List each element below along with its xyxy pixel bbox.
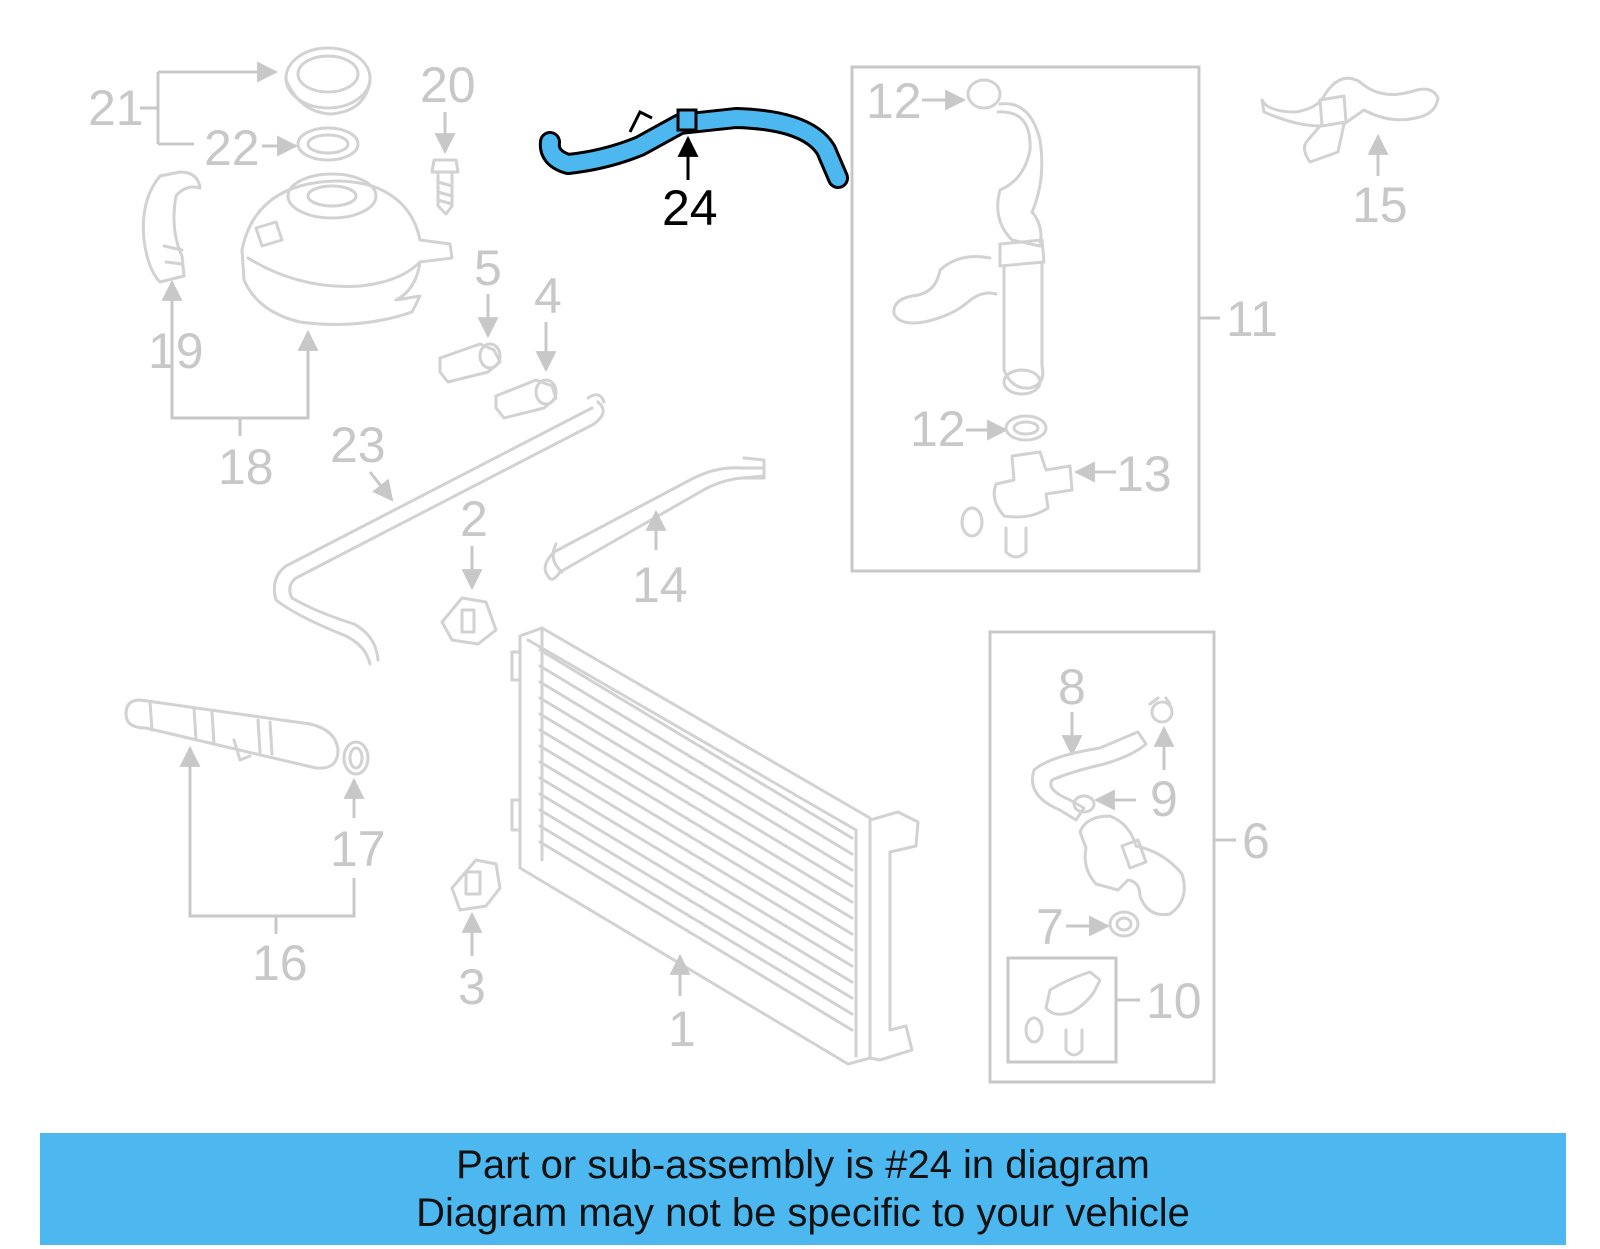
bracket xyxy=(141,170,202,284)
sub-box-10 xyxy=(1006,956,1118,1064)
mount-3 xyxy=(450,858,502,912)
callout-23: 23 xyxy=(330,417,386,473)
callout-6: 6 xyxy=(1242,813,1270,869)
callout-4: 4 xyxy=(534,268,562,324)
hose-16 xyxy=(124,698,340,770)
upper-radiator-hose xyxy=(892,78,1046,396)
coolant-pipe-14 xyxy=(543,456,766,581)
callout-7: 7 xyxy=(1036,899,1064,955)
callout-24: 24 xyxy=(662,180,718,236)
callout-19: 19 xyxy=(148,323,204,379)
leader-18 xyxy=(161,279,319,436)
small-hose-8 xyxy=(1031,730,1148,822)
flange-13 xyxy=(960,450,1074,559)
callout-12a: 12 xyxy=(866,73,922,129)
callout-13: 13 xyxy=(1116,446,1172,502)
callout-1: 1 xyxy=(668,1001,696,1057)
callout-12b: 12 xyxy=(910,401,966,457)
clamp-7 xyxy=(1108,910,1140,938)
callout-8: 8 xyxy=(1058,659,1086,715)
hose-flange-15 xyxy=(1260,76,1440,164)
callout-16: 16 xyxy=(252,935,308,991)
callout-18: 18 xyxy=(218,439,274,495)
callout-21: 21 xyxy=(88,80,144,136)
callout-3: 3 xyxy=(458,959,486,1015)
reservoir-cap xyxy=(284,46,372,116)
expansion-reservoir xyxy=(240,172,454,326)
assembly-box-6 xyxy=(988,630,1216,1084)
callout-15: 15 xyxy=(1352,177,1408,233)
callout-17: 17 xyxy=(330,821,386,877)
info-banner: Part or sub-assembly is #24 in diagram D… xyxy=(40,1133,1566,1245)
flange-10 xyxy=(1024,970,1102,1057)
cap-seal xyxy=(296,126,360,162)
bleeder-hose xyxy=(272,393,606,666)
banner-line-1: Part or sub-assembly is #24 in diagram xyxy=(456,1143,1150,1187)
banner-line-2: Diagram may not be specific to your vehi… xyxy=(416,1191,1190,1235)
leader-21-22 xyxy=(140,61,299,157)
clamp-12 xyxy=(1004,414,1048,442)
highlighted-hose-24 xyxy=(538,107,849,189)
leader-16 xyxy=(179,745,356,934)
callout-10: 10 xyxy=(1146,973,1202,1029)
radiator xyxy=(510,626,920,1066)
callout-2: 2 xyxy=(460,491,488,547)
callout-22: 22 xyxy=(204,120,260,176)
sensor-5 xyxy=(438,342,502,384)
callout-20: 20 xyxy=(420,57,476,113)
sensor-4 xyxy=(494,378,558,420)
mount-2 xyxy=(440,596,498,646)
o-ring-17 xyxy=(342,740,370,776)
clamp-9-top xyxy=(1148,696,1174,724)
hose-elbow-6 xyxy=(1078,814,1186,917)
callout-14: 14 xyxy=(632,557,688,613)
bolt xyxy=(430,158,460,216)
callout-5: 5 xyxy=(474,240,502,296)
callout-11: 11 xyxy=(1226,291,1278,347)
callout-9: 9 xyxy=(1150,771,1178,827)
